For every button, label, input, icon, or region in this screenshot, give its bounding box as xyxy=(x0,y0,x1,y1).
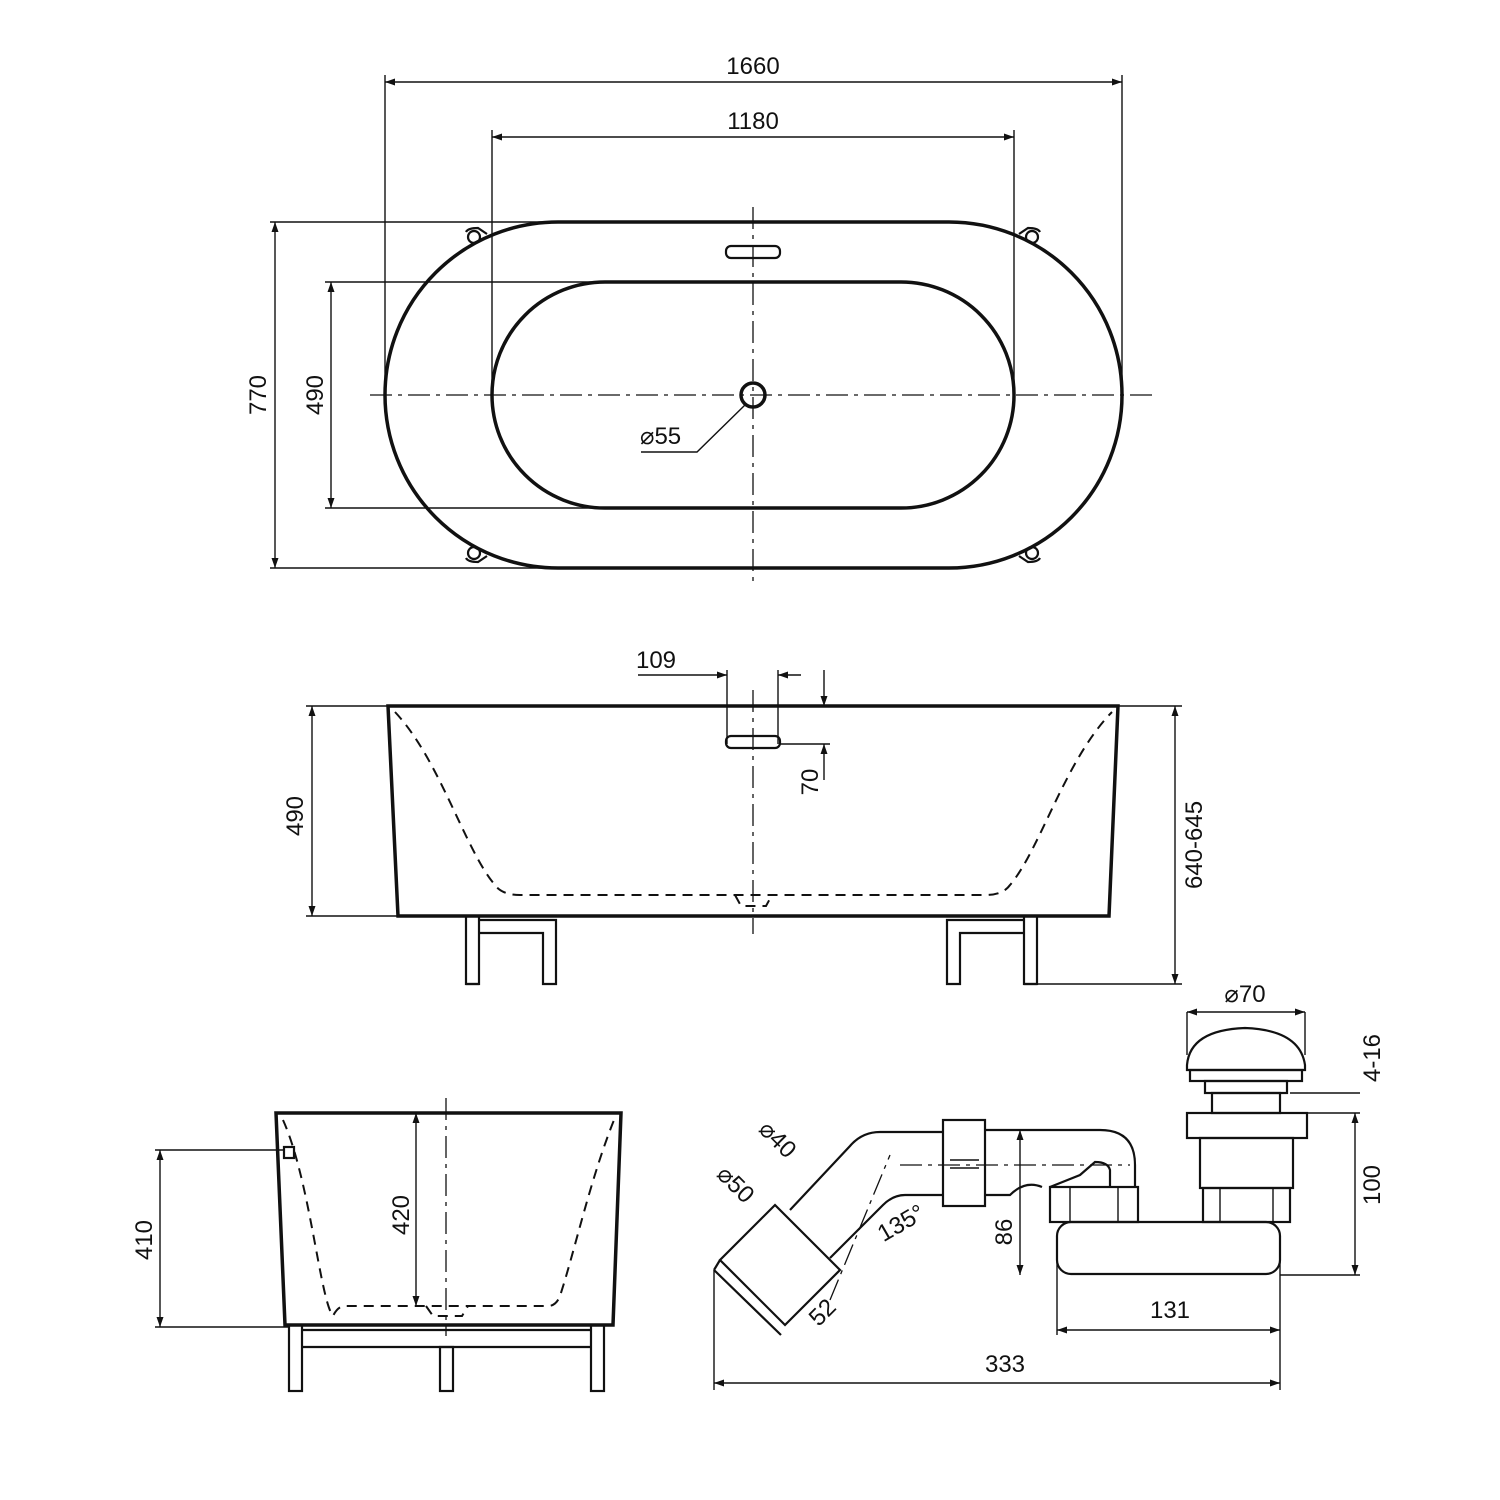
body-height-label: 100 xyxy=(1359,1165,1386,1205)
overall-width-label: 770 xyxy=(245,375,272,415)
trap-length-label: 131 xyxy=(1150,1297,1190,1324)
inner-length-label: 1180 xyxy=(727,108,779,135)
overflow-slot xyxy=(724,244,782,260)
drain-nut xyxy=(1201,1186,1292,1224)
overflow-offset-label: 109 xyxy=(636,647,676,674)
overflow-side xyxy=(724,734,782,750)
pipe-coupling xyxy=(941,1118,987,1208)
end-view: 410 420 xyxy=(131,1098,623,1393)
trap-height-label: 86 xyxy=(991,1219,1018,1246)
outlet-socket xyxy=(713,1203,842,1336)
tub-end-outline xyxy=(274,1111,623,1327)
trap-body xyxy=(1055,1220,1282,1276)
depth-label: 490 xyxy=(282,796,309,836)
total-length-label: 333 xyxy=(985,1351,1025,1378)
drain-hole xyxy=(739,381,767,409)
mounting-lugs xyxy=(465,226,1041,564)
angled-pipe xyxy=(789,1130,943,1259)
cap-height-label: 4-16 xyxy=(1359,1034,1386,1082)
pipe-diameter-small-label: ⌀40 xyxy=(753,1116,801,1164)
overflow-end xyxy=(282,1145,296,1160)
top-view: ⌀55 1660 1180 770 490 xyxy=(245,53,1158,587)
overall-length-label: 1660 xyxy=(726,53,779,80)
drain-diameter-label: ⌀55 xyxy=(640,423,681,450)
inner-width-label: 490 xyxy=(302,375,329,415)
side-view: 109 70 490 640-645 xyxy=(282,647,1208,986)
drain-assembly: ⌀70 4-16 ⌀40 ⌀50 135° 86 100 52 131 333 xyxy=(711,981,1386,1390)
inner-depth-label: 420 xyxy=(388,1195,415,1235)
drain-cap xyxy=(1185,1026,1307,1072)
outer-depth-label: 410 xyxy=(131,1220,158,1260)
drain-leader-line xyxy=(641,404,746,453)
end-inner-profile xyxy=(282,1119,615,1318)
elbow-pipe xyxy=(985,1128,1137,1189)
cap-diameter-label: ⌀70 xyxy=(1224,981,1265,1008)
pipe-diameter-large-label: ⌀50 xyxy=(711,1161,759,1209)
height-label: 640-645 xyxy=(1181,801,1208,889)
overflow-drop-label: 70 xyxy=(797,769,824,796)
